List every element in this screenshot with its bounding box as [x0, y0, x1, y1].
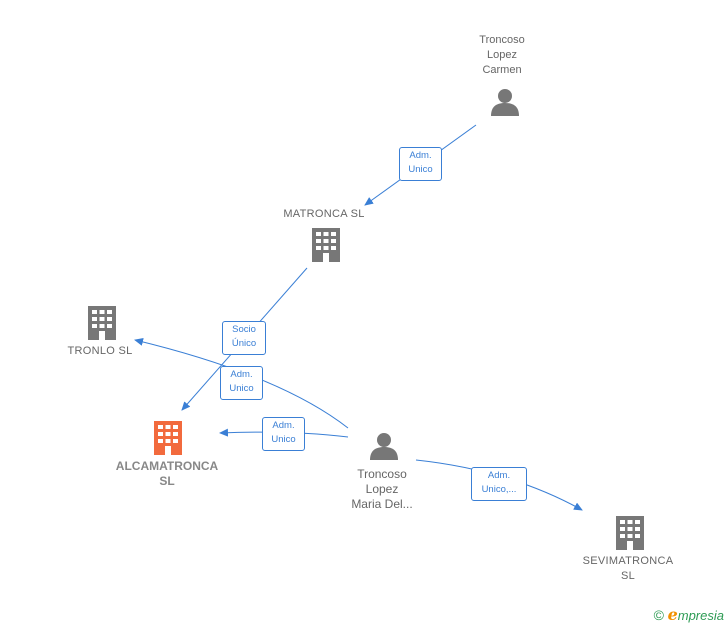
building-icon[interactable] [616, 516, 644, 550]
edge-label-maria-sevimatronca[interactable]: Adm. Unico,... [471, 467, 527, 501]
node-matronca[interactable]: MATRONCA SL [266, 207, 382, 222]
edge-label-line: Adm. [409, 150, 432, 161]
node-label-line: Troncoso [479, 34, 525, 46]
brand-initial: e [667, 605, 678, 624]
edge-label-line: Unico [229, 383, 254, 394]
edge-label-line: Unico [408, 164, 433, 175]
edge-label-line: Unico [271, 434, 296, 445]
node-label-line: MATRONCA SL [283, 208, 365, 220]
node-label-line: TRONLO SL [67, 345, 133, 357]
edge-label-line: Adm. [230, 369, 253, 380]
edge-label-line: Adm. [487, 470, 511, 481]
edge-label-line: Adm. [272, 420, 295, 431]
node-label-line: SL [620, 570, 636, 582]
node-sevimatronca[interactable]: SEVIMATRONCA SL [568, 554, 688, 584]
node-label-line: Carmen [482, 64, 522, 76]
node-label-line: Troncoso [357, 467, 407, 481]
node-label-line: Lopez [487, 49, 517, 61]
person-icon[interactable] [491, 89, 519, 116]
node-label-line: Lopez [365, 482, 399, 496]
node-label-line: Maria Del... [351, 497, 413, 511]
empresia-watermark: © empresia [654, 605, 724, 624]
node-troncoso-carmen[interactable]: Troncoso Lopez Carmen [452, 33, 552, 78]
node-troncoso-maria[interactable]: Troncoso Lopez Maria Del... [332, 467, 432, 512]
person-icon[interactable] [370, 433, 398, 460]
edge-label-line: Socio [232, 324, 256, 335]
node-tronlo[interactable]: TRONLO SL [50, 344, 150, 359]
node-label-line: ALCAMATRONCA [115, 459, 219, 473]
edge-label-maria-tronlo[interactable]: Adm. Unico [220, 366, 263, 400]
edge-label-matronca-alcamatronca[interactable]: Socio Único [222, 321, 266, 355]
edge-label-maria-alcamatronca[interactable]: Adm. Unico [262, 417, 305, 451]
node-label-line: SL [159, 474, 175, 488]
brand-name: mpresia [677, 608, 724, 623]
edge-label-line: Único [231, 338, 257, 349]
node-label-line: SEVIMATRONCA [582, 555, 674, 567]
copyright-icon: © [653, 607, 664, 623]
node-alcamatronca[interactable]: ALCAMATRONCA SL [100, 459, 234, 489]
building-icon[interactable] [88, 306, 116, 340]
edge-label-carmen-matronca[interactable]: Adm. Unico [399, 147, 442, 181]
edge-label-line: Unico,... [481, 484, 517, 495]
building-icon[interactable] [154, 421, 182, 455]
building-icon[interactable] [312, 228, 340, 262]
